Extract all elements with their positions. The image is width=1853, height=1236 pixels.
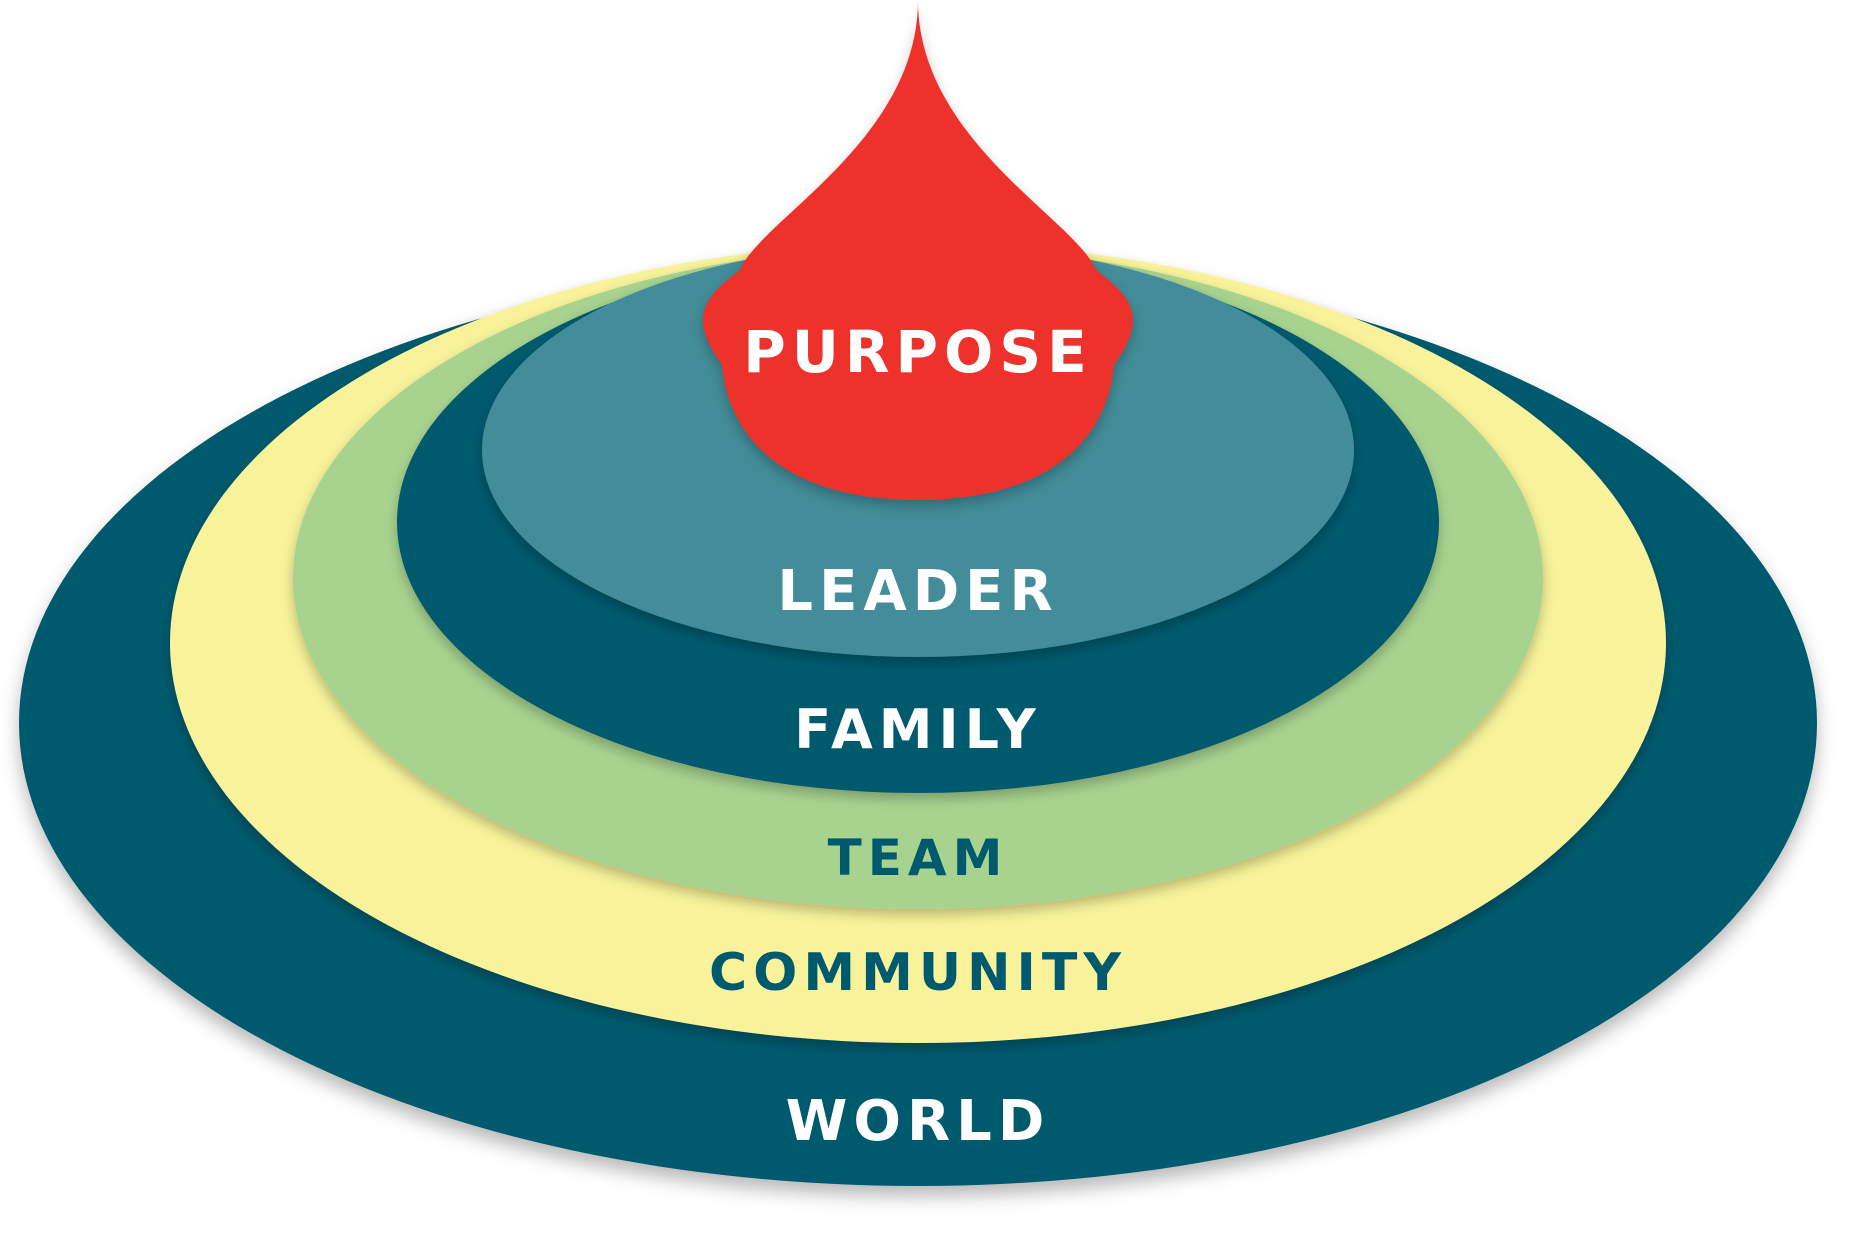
ring-label-world: WORLD xyxy=(786,1089,1051,1154)
ring-label-team: TEAM xyxy=(828,829,1009,887)
purpose-drop xyxy=(702,0,1134,500)
ring-label-leader: LEADER xyxy=(777,559,1058,624)
ring-label-community: COMMUNITY xyxy=(709,943,1127,1003)
core-label-purpose: PURPOSE xyxy=(743,318,1092,386)
ring-label-family: FAMILY xyxy=(794,698,1041,761)
